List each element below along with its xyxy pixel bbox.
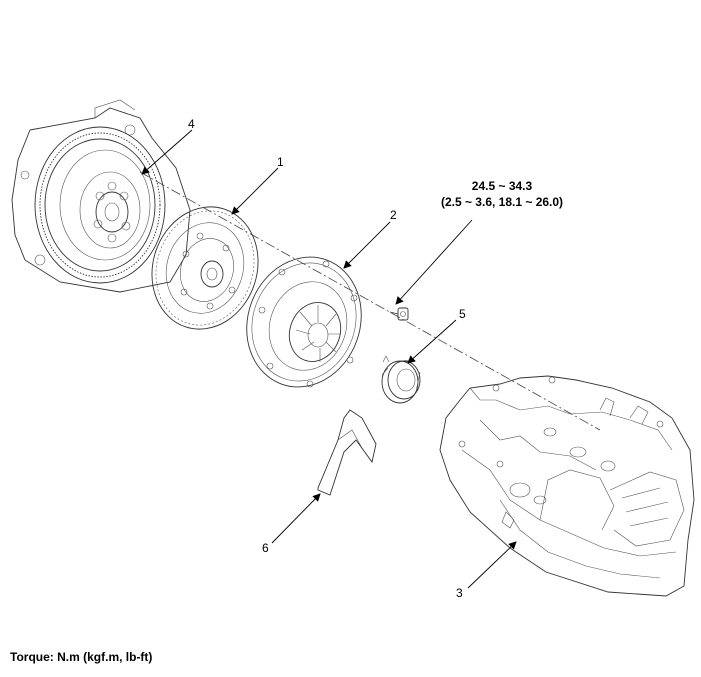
clutch-cover bbox=[246, 256, 362, 388]
callout-3: 3 bbox=[456, 586, 463, 600]
leader-line-3 bbox=[467, 541, 517, 589]
release-fork bbox=[317, 409, 377, 496]
clutch-disc bbox=[151, 206, 259, 330]
torque-units-label: Torque: N.m (kgf.m, lb-ft) bbox=[10, 650, 153, 664]
callout-6: 6 bbox=[262, 541, 269, 555]
release-bearing bbox=[381, 355, 421, 404]
leader-line-2 bbox=[343, 221, 391, 269]
callout-1: 1 bbox=[277, 155, 284, 169]
leader-line-5 bbox=[407, 319, 457, 364]
flywheel bbox=[11, 99, 191, 293]
callout-2: 2 bbox=[390, 208, 397, 222]
leader-line-4 bbox=[141, 129, 193, 175]
leader-line-1 bbox=[231, 167, 279, 215]
callout-5: 5 bbox=[459, 307, 466, 321]
torque-spec-value: 24.5 ~ 34.3 bbox=[472, 179, 533, 193]
callout-4: 4 bbox=[188, 117, 195, 131]
transaxle-case bbox=[439, 375, 695, 597]
torque-spec-conversion: (2.5 ~ 3.6, 18.1 ~ 26.0) bbox=[441, 195, 563, 209]
assembly-centerline bbox=[139, 171, 601, 431]
clutch-cover-bolt bbox=[389, 307, 409, 321]
leader-line-torque bbox=[395, 219, 473, 305]
leader-line-6 bbox=[271, 493, 321, 544]
